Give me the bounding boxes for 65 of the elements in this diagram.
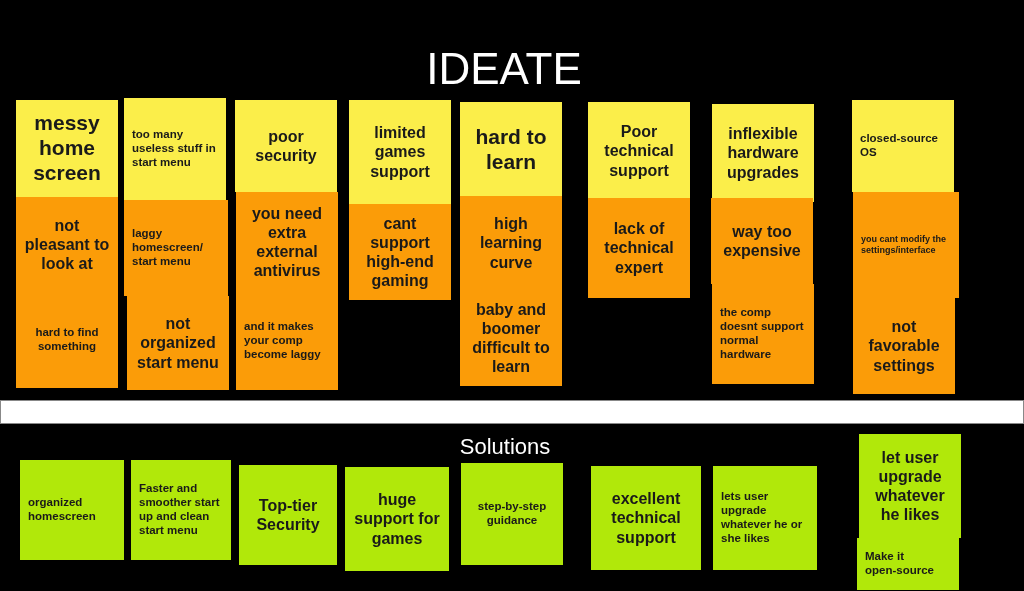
problem-sticky-note <box>711 198 813 284</box>
note-text: laggy homescreen/ start menu <box>132 227 204 269</box>
note-text: organized homescreen <box>28 496 97 524</box>
note-text: hard to find something <box>34 326 100 354</box>
problem-sticky-note <box>16 197 118 292</box>
problem-sticky-note <box>460 290 562 386</box>
note-text: lets user upgrade whatever he or she likes <box>721 490 804 546</box>
problem-sticky-note <box>853 298 955 394</box>
problem-sticky-note <box>236 292 338 390</box>
note-text: poor security <box>254 126 318 166</box>
note-text: lack of technical expert <box>603 219 675 277</box>
solution-sticky-note <box>345 467 449 571</box>
note-text: and it makes your comp become laggy <box>244 320 322 362</box>
problem-sticky-note <box>16 292 118 388</box>
problem-sticky-note <box>349 204 451 300</box>
problem-sticky-note <box>124 98 226 200</box>
note-text: Faster and smoother start up and clean start menu <box>139 482 221 538</box>
problem-sticky-note <box>712 284 814 384</box>
note-text: limited games support <box>369 123 431 181</box>
note-text: messy home screen <box>32 111 102 186</box>
note-text: cant support high-end gaming <box>365 213 435 291</box>
solution-sticky-note <box>131 460 231 560</box>
note-text: step-by-step guidance <box>476 500 548 528</box>
problem-sticky-note <box>852 100 954 192</box>
solution-sticky-note <box>461 463 563 565</box>
section-heading: Solutions <box>458 434 552 460</box>
note-text: way too expensive <box>722 221 802 261</box>
problem-sticky-note <box>853 192 959 298</box>
note-text: not pleasant to look at <box>24 215 110 274</box>
solution-sticky-note <box>859 434 961 538</box>
solution-sticky-note <box>20 460 124 560</box>
divider-bar <box>0 400 1024 424</box>
note-text: baby and boomer difficult to learn <box>471 299 551 377</box>
problem-sticky-note <box>16 100 118 197</box>
problem-sticky-note <box>712 104 814 202</box>
solution-sticky-note <box>857 538 959 590</box>
title: IDEATE <box>425 44 583 94</box>
solution-sticky-note <box>239 465 337 565</box>
problem-sticky-note <box>588 198 690 298</box>
solution-sticky-note <box>591 466 701 570</box>
note-text: Poor technical support <box>603 122 675 180</box>
note-text: closed-source OS <box>860 132 939 160</box>
solution-sticky-note <box>713 466 817 570</box>
note-text: excellent technical support <box>610 489 682 547</box>
problem-sticky-note <box>235 100 337 192</box>
note-text: you cant modify the settings/interface <box>861 233 947 257</box>
problem-sticky-note <box>349 100 451 204</box>
note-text: Top-tier Security <box>255 495 321 535</box>
note-text: not organized start menu <box>136 314 220 372</box>
note-text: hard to learn <box>474 125 548 175</box>
note-text: huge support for games <box>353 490 441 548</box>
problem-sticky-note <box>460 196 562 290</box>
note-text: not favorable settings <box>867 317 941 375</box>
problem-sticky-note <box>124 200 228 296</box>
problem-sticky-note <box>127 296 229 390</box>
problem-sticky-note <box>236 192 338 292</box>
problem-sticky-note <box>588 102 690 200</box>
note-text: the comp doesnt support normal hardware <box>720 306 805 362</box>
note-text: too many useless stuff in start menu <box>132 128 217 170</box>
note-text: inflexible hardware upgrades <box>726 124 800 182</box>
note-text: Make it open-source <box>865 550 935 578</box>
problem-sticky-note <box>460 102 562 198</box>
note-text: high learning curve <box>478 214 544 272</box>
note-text: you need extra external antivirus <box>250 203 324 281</box>
note-text: let user upgrade whatever he likes <box>874 447 946 525</box>
